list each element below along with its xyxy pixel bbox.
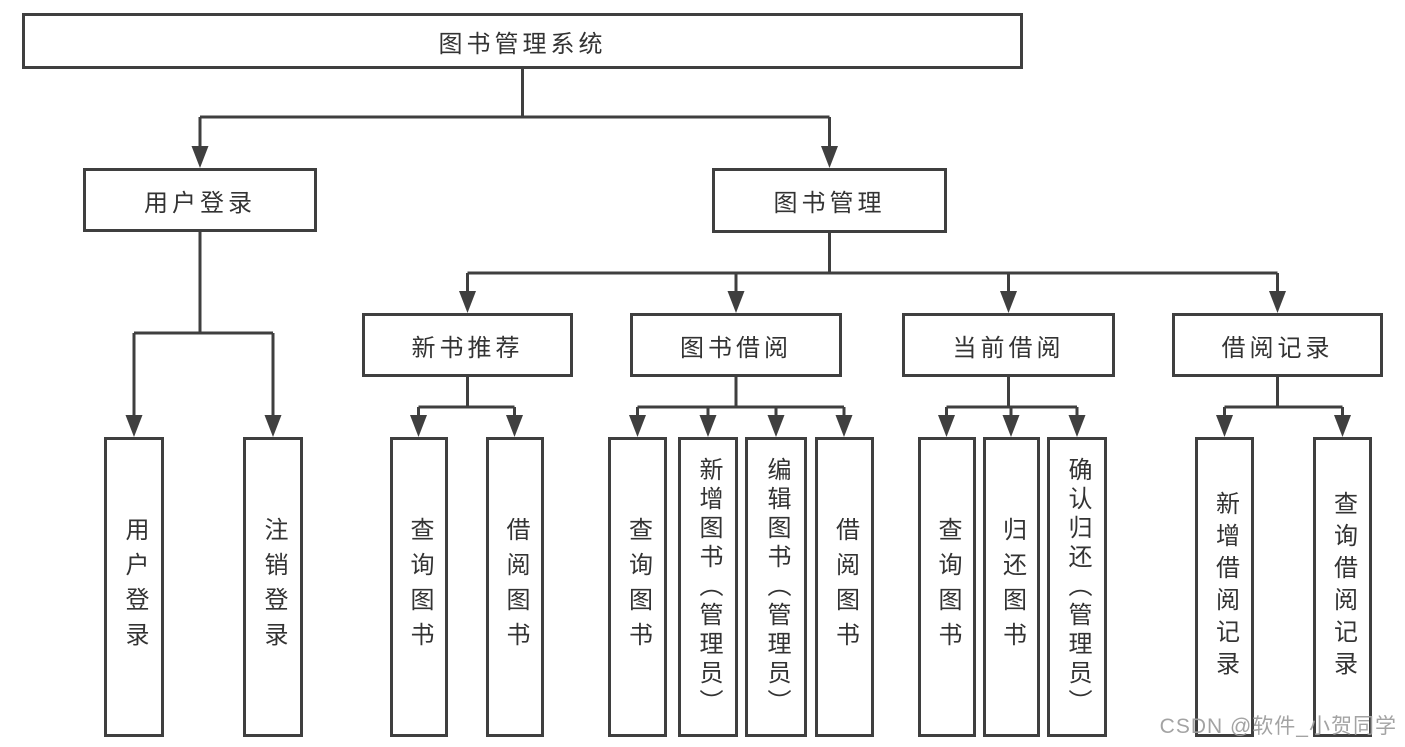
- arrowhead: [1269, 291, 1286, 313]
- leaf-records-add-record: 新增借阅记录: [1195, 437, 1254, 737]
- edge-current-borrowing-to-leaves: [938, 377, 1086, 437]
- arrowhead: [1002, 415, 1020, 437]
- node-label: 新书推荐: [411, 334, 524, 362]
- arrowhead: [699, 415, 717, 437]
- edge-book-borrowing-to-leaves: [629, 377, 853, 437]
- arrowhead: [1216, 415, 1233, 437]
- leaf-label: 查询图书: [624, 517, 652, 657]
- leaf-logout-login: 注销登录: [243, 437, 303, 737]
- leaf-records-query-record: 查询借阅记录: [1313, 437, 1372, 737]
- node-label: 图书管理系统: [438, 30, 607, 58]
- arrowhead: [1068, 415, 1086, 437]
- leaf-label: 新增图书（管理员）: [695, 456, 722, 718]
- leaf-label: 查询图书: [406, 517, 433, 657]
- leaf-label: 编辑图书（管理员）: [763, 456, 790, 718]
- node-label: 用户登录: [144, 189, 256, 217]
- leaf-label: 注销登录: [260, 517, 287, 657]
- edge-root-to-level2: [191, 69, 838, 168]
- arrowhead: [767, 415, 785, 437]
- node-user-login: 用户登录: [83, 168, 317, 232]
- leaf-borrow-query-books: 查询图书: [608, 437, 667, 737]
- leaf-label: 借阅图书: [831, 517, 859, 657]
- node-label: 图书管理: [773, 190, 886, 217]
- leaf-current-query-books: 查询图书: [918, 437, 976, 737]
- arrowhead: [125, 415, 143, 437]
- arrowhead: [821, 146, 838, 168]
- arrowhead: [629, 415, 646, 437]
- node-borrowing-records: 借阅记录: [1172, 313, 1383, 377]
- leaf-label: 新增借阅记录: [1211, 491, 1239, 683]
- arrowhead: [264, 415, 282, 437]
- leaf-borrow-add-books-admin: 新增图书（管理员）: [678, 437, 738, 737]
- arrowhead: [506, 415, 523, 437]
- leaf-label: 查询借阅记录: [1329, 491, 1357, 683]
- arrowhead: [1334, 415, 1351, 437]
- edge-user-login-to-leaves: [125, 231, 282, 437]
- leaf-newbook-borrow-books: 借阅图书: [486, 437, 544, 737]
- leaf-label: 查询图书: [934, 517, 961, 657]
- node-current-borrowing: 当前借阅: [902, 313, 1115, 377]
- leaf-label: 确认归还（管理员）: [1064, 456, 1091, 718]
- node-book-borrowing: 图书借阅: [630, 313, 842, 377]
- edge-borrowing-records-to-leaves: [1216, 377, 1351, 437]
- node-new-book-recommend: 新书推荐: [362, 313, 573, 377]
- arrowhead: [459, 291, 476, 313]
- arrowhead: [1000, 291, 1017, 313]
- leaf-label: 用户登录: [121, 517, 148, 657]
- node-label: 当前借阅: [952, 334, 1065, 362]
- leaf-label: 归还图书: [998, 517, 1026, 657]
- arrowhead: [938, 415, 955, 437]
- arrowhead: [835, 415, 853, 437]
- leaf-newbook-query-books: 查询图书: [390, 437, 448, 737]
- arrowhead: [191, 146, 209, 168]
- leaf-user-login: 用户登录: [104, 437, 164, 737]
- leaf-current-return-books: 归还图书: [983, 437, 1040, 737]
- leaf-borrow-edit-books-admin: 编辑图书（管理员）: [745, 437, 807, 737]
- edge-book-management-to-level3: [459, 233, 1286, 313]
- node-book-management: 图书管理: [712, 168, 947, 233]
- leaf-label: 借阅图书: [502, 517, 529, 657]
- leaf-current-confirm-return-admin: 确认归还（管理员）: [1047, 437, 1107, 737]
- arrowhead: [727, 291, 745, 313]
- edge-new-book-recommend-to-leaves: [410, 377, 523, 437]
- node-label: 借阅记录: [1221, 334, 1334, 362]
- node-label: 图书借阅: [680, 334, 792, 362]
- node-library-system: 图书管理系统: [22, 13, 1023, 69]
- arrowhead: [410, 415, 427, 437]
- leaf-borrow-borrow-books: 借阅图书: [815, 437, 874, 737]
